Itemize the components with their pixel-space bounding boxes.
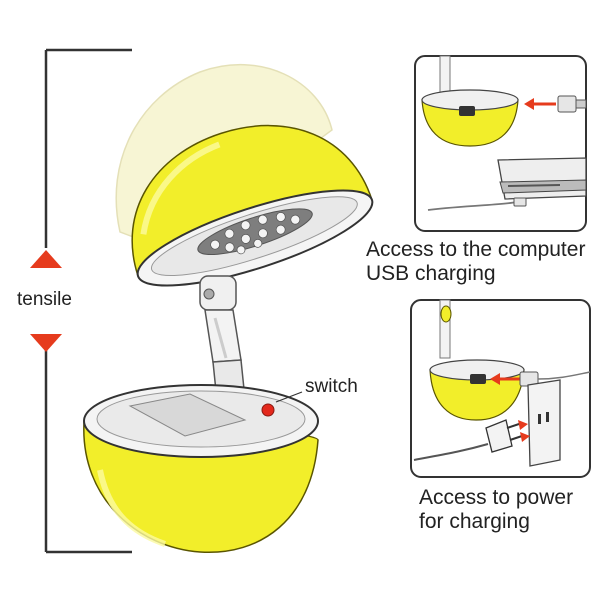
lamp-head [131,124,374,287]
down-arrow-icon [30,334,62,352]
power-caption-line-1: Access to power [419,486,574,509]
switch-leader-line [275,391,303,403]
laptop-icon [497,157,587,200]
power-charging-caption: Access to power for charging [419,486,573,534]
lamp-illustration [30,48,374,554]
usb-caption-line-1: Access to the computer [366,238,586,261]
tensile-label: tensile [17,289,72,310]
switch-label: switch [305,376,358,397]
usb-cable [427,201,517,211]
ac-plug-icon [413,419,530,461]
usb-charging-caption: Access to the computer USB charging [366,238,585,286]
wall-socket-icon [527,379,561,467]
usb-plug-icon [524,95,587,113]
led-array-icon [210,212,301,255]
telescopic-arm [199,275,249,431]
height-bracket [44,48,132,554]
power-caption-line-2: for charging [419,510,530,534]
switch-button[interactable] [261,403,275,417]
usb-caption-line-2: USB charging [366,262,496,286]
lamp-base [83,384,319,554]
usb-charging-panel [414,55,587,232]
power-charging-panel [410,299,591,478]
up-arrow-icon [30,250,62,268]
